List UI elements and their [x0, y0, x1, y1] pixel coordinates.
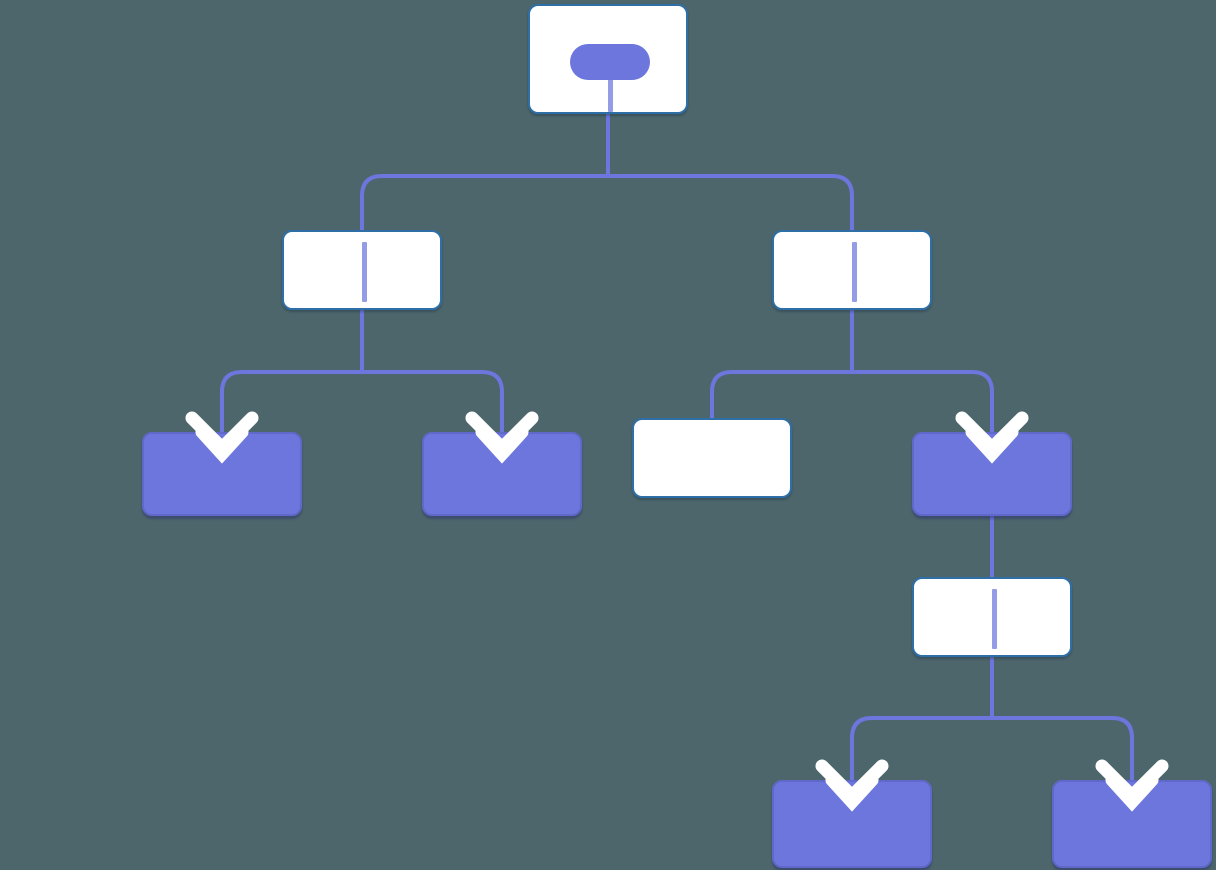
branch-node-right[interactable]: [772, 230, 932, 310]
branch-node-deep[interactable]: [912, 577, 1072, 657]
root-node[interactable]: [528, 4, 688, 114]
branch-node-right-child[interactable]: [912, 432, 1072, 516]
node-inner-connector-line: [608, 56, 613, 112]
leaf-node-left-1[interactable]: [142, 432, 302, 516]
leaf-node-right-1[interactable]: [632, 418, 792, 498]
node-inner-connector-line: [362, 242, 367, 302]
node-inner-connector-line: [992, 589, 997, 649]
leaf-node-deep-2[interactable]: [1052, 780, 1212, 868]
node-inner-connector-line: [852, 242, 857, 302]
leaf-node-deep-1[interactable]: [772, 780, 932, 868]
branch-node-left[interactable]: [282, 230, 442, 310]
leaf-node-left-2[interactable]: [422, 432, 582, 516]
